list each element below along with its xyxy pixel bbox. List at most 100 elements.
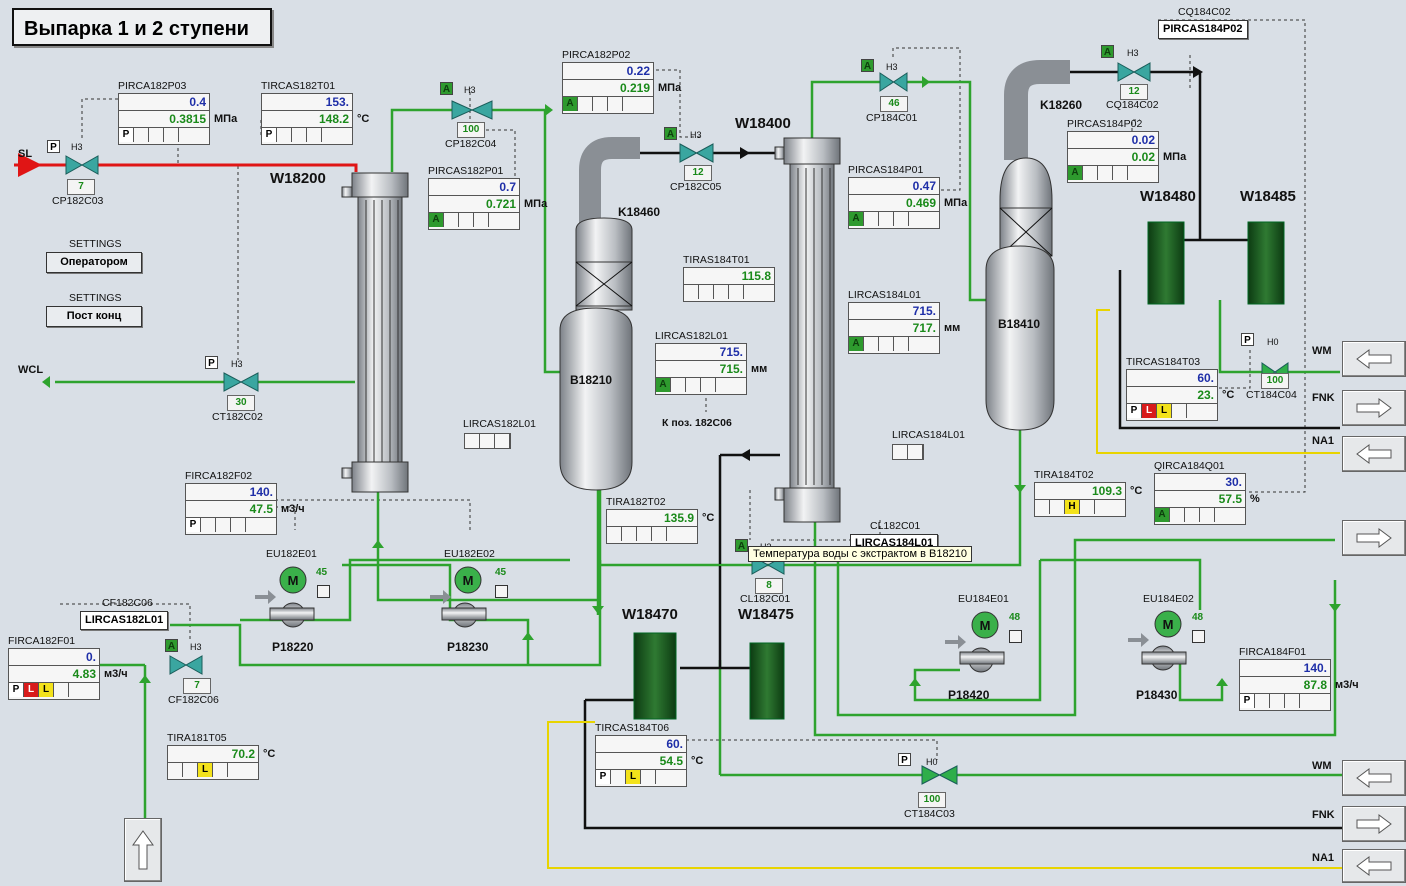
valve-mode-box[interactable]: A	[165, 639, 178, 652]
mode-button[interactable]	[671, 378, 686, 392]
mode-button[interactable]	[474, 213, 489, 227]
mode-button[interactable]	[637, 527, 652, 541]
valve-mode-box[interactable]: A	[440, 82, 453, 95]
nav-right-button-fnk-2[interactable]	[1342, 806, 1406, 842]
nav-left-button-wm-2[interactable]	[1342, 760, 1406, 796]
valve-mode-box[interactable]: P	[47, 140, 60, 153]
valve-tag-cp182c05[interactable]: CP182C05	[670, 181, 722, 193]
mode-button[interactable]	[149, 128, 164, 142]
mode-button-a[interactable]: A	[849, 212, 864, 226]
mode-button-a[interactable]: A	[563, 97, 578, 111]
mode-button[interactable]	[1050, 500, 1065, 514]
mode-button[interactable]	[1170, 508, 1185, 522]
lircas182l01-link-button[interactable]: LIRCAS182L01	[80, 611, 169, 630]
alarm-low-button[interactable]: L	[626, 770, 641, 784]
mode-button[interactable]	[1080, 500, 1095, 514]
mode-button[interactable]	[608, 97, 623, 111]
mode-button[interactable]	[729, 285, 744, 299]
mode-button[interactable]	[1185, 508, 1200, 522]
alarm-low-button[interactable]: L	[1142, 404, 1157, 418]
mode-button[interactable]	[894, 212, 909, 226]
motor-status-box[interactable]	[1192, 630, 1205, 643]
mode-button[interactable]	[201, 518, 216, 532]
motor-status-box[interactable]	[1009, 630, 1022, 643]
valve-mode-box[interactable]: A	[735, 539, 748, 552]
mode-button[interactable]	[1270, 694, 1285, 708]
valve-tag-cl182c01[interactable]: CL182C01	[740, 593, 791, 605]
valve-mode-box[interactable]: A	[1101, 45, 1114, 58]
mode-button-a[interactable]: A	[1155, 508, 1170, 522]
mode-button[interactable]	[1098, 166, 1113, 180]
faceplate-lircas182l01[interactable]: LIRCAS182L01 715. 715.мм A	[655, 330, 767, 395]
mode-button[interactable]	[54, 683, 69, 697]
pircas184p02-link-button[interactable]: PIRCAS184P02	[1158, 20, 1248, 39]
mode-button-p[interactable]: P	[1240, 694, 1255, 708]
mode-button[interactable]	[578, 97, 593, 111]
mode-button[interactable]	[622, 527, 637, 541]
nav-left-button-wm-1[interactable]	[1342, 341, 1406, 377]
motor-tag-eu184e02[interactable]: EU184E02	[1143, 593, 1194, 605]
nav-left-button-na1-2[interactable]	[1342, 849, 1406, 883]
mode-button[interactable]	[164, 128, 179, 142]
mode-button[interactable]	[231, 518, 246, 532]
mode-button[interactable]	[168, 763, 183, 777]
faceplate-tira181t05[interactable]: TIRA181T05 70.2°C L	[167, 732, 275, 780]
mode-button[interactable]	[607, 527, 622, 541]
mode-button[interactable]	[292, 128, 307, 142]
valve-mode-box[interactable]: A	[664, 127, 677, 140]
mode-button-p[interactable]: P	[262, 128, 277, 142]
mode-button[interactable]	[714, 285, 729, 299]
mode-button[interactable]	[213, 763, 228, 777]
valve-mode-box[interactable]: P	[205, 356, 218, 369]
mode-button-p[interactable]: P	[596, 770, 611, 784]
alarm-low-button[interactable]: L	[24, 683, 39, 697]
faceplate-tiras184t01[interactable]: TIRAS184T01 115.8	[683, 254, 775, 302]
mode-button[interactable]	[1285, 694, 1300, 708]
valve-tag-cp184c01[interactable]: CP184C01	[866, 112, 918, 124]
valve-mode-box[interactable]: P	[898, 753, 911, 766]
valve-tag-ct184c03[interactable]: CT184C03	[904, 808, 955, 820]
valve-tag-ct184c04[interactable]: CT184C04	[1246, 389, 1297, 401]
valve-mode-box[interactable]: P	[1241, 333, 1254, 346]
mode-button[interactable]	[699, 285, 714, 299]
mode-button[interactable]	[611, 770, 626, 784]
faceplate-tira184t02[interactable]: TIRA184T02 109.3°C H	[1034, 469, 1142, 517]
faceplate-tira182t02[interactable]: TIRA182T02 135.9°C	[606, 496, 714, 544]
motor-tag-eu182e02[interactable]: EU182E02	[444, 548, 495, 560]
mode-button[interactable]	[183, 763, 198, 777]
motor-status-box[interactable]	[495, 585, 508, 598]
mode-button[interactable]	[1255, 694, 1270, 708]
mode-button[interactable]	[1083, 166, 1098, 180]
valve-tag-cq184c02[interactable]: CQ184C02	[1106, 99, 1159, 111]
mode-button-a[interactable]: A	[1068, 166, 1083, 180]
mode-button[interactable]	[1172, 404, 1187, 418]
mode-button[interactable]	[459, 213, 474, 227]
motor-status-box[interactable]	[317, 585, 330, 598]
mode-button-a[interactable]: A	[429, 213, 444, 227]
mode-button[interactable]	[701, 378, 716, 392]
valve-tag-ct182c02[interactable]: CT182C02	[212, 411, 263, 423]
motor-tag-eu184e01[interactable]: EU184E01	[958, 593, 1009, 605]
mode-button[interactable]	[1035, 500, 1050, 514]
mode-button-p[interactable]: P	[1127, 404, 1142, 418]
alarm-low-button[interactable]: L	[1157, 404, 1172, 418]
mode-button[interactable]	[277, 128, 292, 142]
mode-button[interactable]	[684, 285, 699, 299]
faceplate-lircas184l01[interactable]: LIRCAS184L01 715. 717.мм A	[848, 289, 960, 354]
nav-right-button-extract[interactable]	[1342, 520, 1406, 556]
nav-right-button-fnk-1[interactable]	[1342, 390, 1406, 426]
alarm-low-button[interactable]: L	[198, 763, 213, 777]
valve-tag-cp182c03[interactable]: CP182C03	[52, 195, 104, 207]
mode-button[interactable]	[686, 378, 701, 392]
valve-mode-box[interactable]: A	[861, 59, 874, 72]
valve-tag-cf182c06[interactable]: CF182C06	[168, 694, 219, 706]
alarm-low-button[interactable]: L	[39, 683, 54, 697]
mode-button[interactable]	[864, 212, 879, 226]
